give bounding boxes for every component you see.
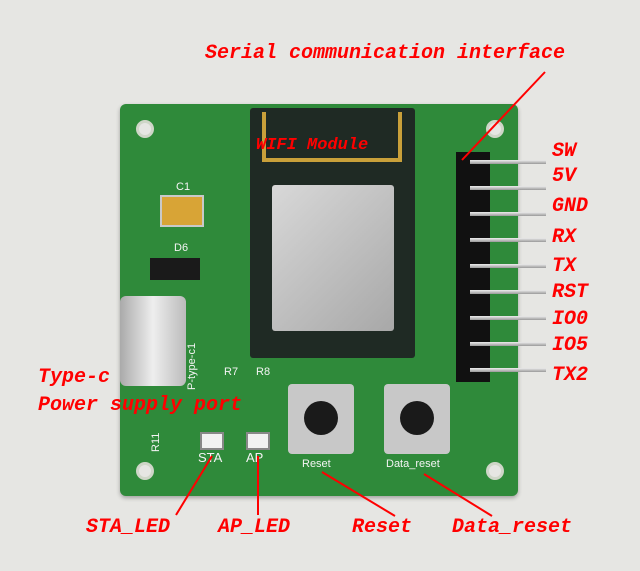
- header-pin: [470, 238, 546, 242]
- header-pin: [470, 212, 546, 216]
- header-pin: [470, 160, 546, 164]
- module-shield: [272, 185, 394, 331]
- header-pin: [470, 264, 546, 268]
- pin-label-tx2: TX2: [552, 364, 589, 387]
- pin-label-rst: RST: [552, 281, 589, 304]
- header-pin: [470, 186, 546, 190]
- silk-r8: R8: [256, 366, 271, 378]
- silk-reset: Reset: [302, 458, 331, 470]
- mounting-hole: [486, 120, 504, 138]
- header-pin: [470, 290, 546, 294]
- header-pin: [470, 342, 546, 346]
- capacitor-c1: [160, 195, 204, 227]
- label-reset: Reset: [352, 516, 413, 539]
- pin-label-io5: IO5: [552, 334, 589, 357]
- silk-d6: D6: [174, 242, 189, 254]
- mounting-hole: [136, 120, 154, 138]
- silk-c1: C1: [176, 181, 191, 193]
- header-pin: [470, 368, 546, 372]
- sta-pointer-line: [175, 455, 213, 516]
- sta-led: [200, 432, 224, 450]
- diode-d6: [150, 258, 200, 280]
- mounting-hole: [136, 462, 154, 480]
- antenna-trace: [262, 112, 402, 162]
- label-power-port: Power supply port: [38, 394, 243, 417]
- pin-label-5v: 5V: [552, 165, 577, 188]
- label-wifi-module: WIFI Module: [256, 136, 369, 155]
- usb-type-c-port[interactable]: [120, 296, 186, 386]
- pin-label-tx: TX: [552, 255, 577, 278]
- serial-pointer-line: [461, 71, 546, 161]
- pin-label-gnd: GND: [552, 195, 589, 218]
- silk-ap: AP: [246, 450, 264, 465]
- reset-button[interactable]: [288, 384, 354, 454]
- silk-r7: R7: [224, 366, 239, 378]
- mounting-hole: [486, 462, 504, 480]
- ap-led: [246, 432, 270, 450]
- silk-data-reset: Data_reset: [386, 458, 440, 470]
- pin-label-sw: SW: [552, 140, 577, 163]
- data-reset-pointer-line: [423, 473, 493, 517]
- pin-label-io0: IO0: [552, 308, 589, 331]
- label-data-reset: Data_reset: [452, 516, 573, 539]
- label-type-c: Type-c: [38, 366, 111, 389]
- label-serial-interface: Serial communication interface: [205, 42, 566, 65]
- header-pin: [470, 316, 546, 320]
- label-sta-led: STA_LED: [86, 516, 171, 539]
- reset-pointer-line: [321, 471, 396, 517]
- pin-label-rx: RX: [552, 226, 577, 249]
- data-reset-button[interactable]: [384, 384, 450, 454]
- label-ap-led: AP_LED: [218, 516, 291, 539]
